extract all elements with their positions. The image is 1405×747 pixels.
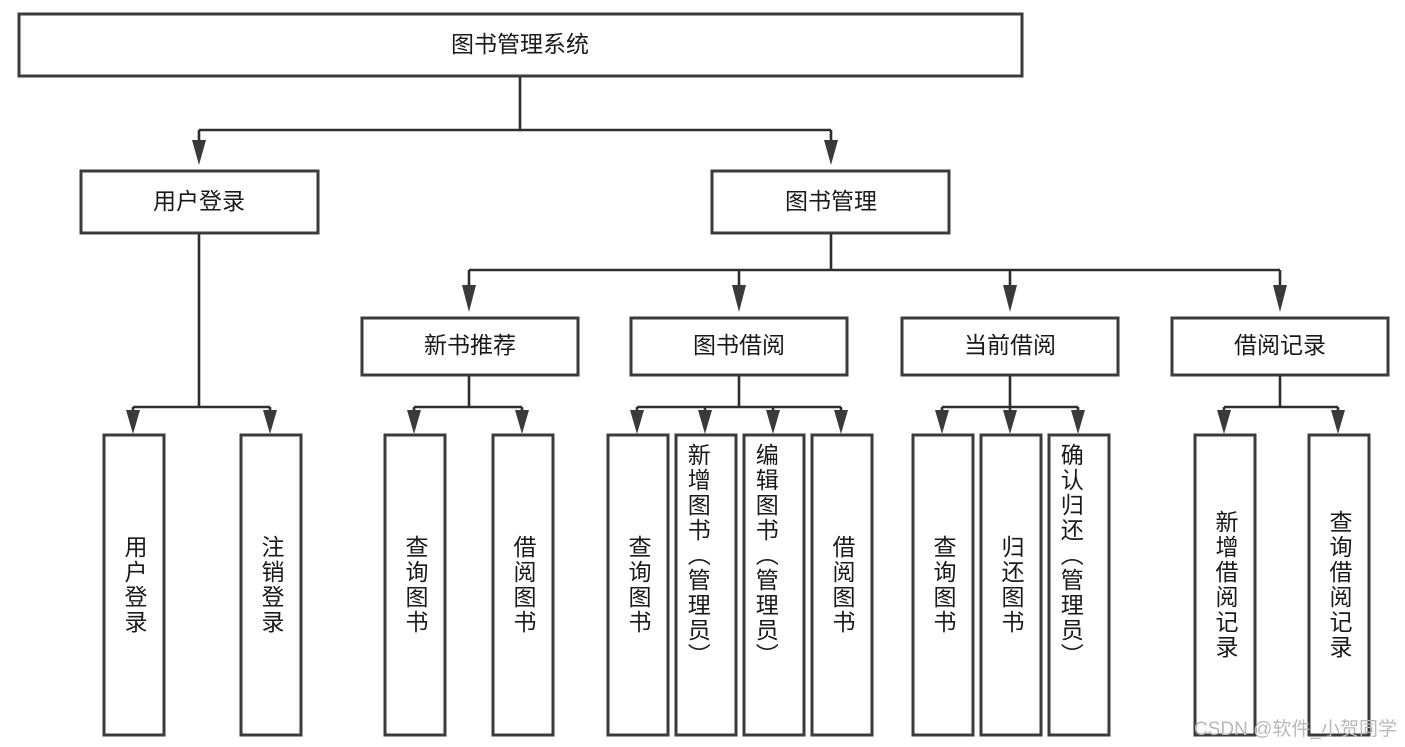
- node-leaf-borrow-book-1-label: 借阅图书: [510, 535, 537, 635]
- arrow-head-leaf-query-book-1: [407, 410, 421, 434]
- arrow-head-leaf-borrow-book-2: [834, 410, 848, 434]
- node-leaf-edit-book-box[interactable]: [742, 433, 806, 737]
- node-leaf-borrow-book-2-label: 借阅图书: [829, 535, 856, 635]
- node-leaf-borrow-book-1-box[interactable]: [491, 433, 555, 737]
- connectors-borrowrecord-to-leaves: [1217, 376, 1345, 434]
- arrow-head-leaf-query-record: [1331, 410, 1345, 434]
- node-leaf-return-book[interactable]: 归还图书: [979, 433, 1043, 737]
- arrow-head-leaf-borrow-book-1: [515, 410, 529, 434]
- node-leaf-query-book-1[interactable]: 查询图书: [383, 433, 447, 737]
- node-book-borrow-box[interactable]: [629, 316, 849, 377]
- node-leaf-add-record-box[interactable]: [1193, 433, 1257, 737]
- node-leaf-confirm-return-box[interactable]: [1047, 433, 1111, 737]
- node-leaf-add-record-label: 新增借阅记录: [1212, 510, 1239, 660]
- node-borrow-record[interactable]: 借阅记录: [1170, 316, 1390, 377]
- connectors-newbook-to-leaves: [407, 376, 529, 434]
- node-leaf-user-login-box[interactable]: [102, 433, 166, 737]
- node-leaf-edit-book-label: 编辑图书（管理员）: [752, 443, 779, 668]
- arrow-head-leaf-edit-book: [766, 410, 780, 434]
- node-leaf-add-book-box[interactable]: [674, 433, 738, 737]
- node-root[interactable]: 图书管理系统: [17, 12, 1024, 78]
- node-book-borrow[interactable]: 图书借阅: [629, 316, 849, 377]
- node-book-management-box[interactable]: [710, 169, 951, 235]
- connectors-bookmgmt-to-level3: [462, 234, 1287, 312]
- node-leaf-query-book-3-label: 查询图书: [930, 535, 957, 635]
- node-new-book-recommend-box[interactable]: [360, 316, 580, 377]
- connectors-root-to-level2: [192, 76, 838, 165]
- node-current-borrow-label: 当前借阅: [964, 332, 1056, 358]
- node-leaf-return-book-box[interactable]: [979, 433, 1043, 737]
- node-current-borrow-box[interactable]: [900, 316, 1120, 377]
- arrow-head-leaf-add-record: [1217, 410, 1231, 434]
- node-leaf-query-book-1-box[interactable]: [383, 433, 447, 737]
- node-leaf-user-logout-box[interactable]: [239, 433, 303, 737]
- arrow-head-leaf-confirm-return: [1071, 410, 1085, 434]
- node-leaf-user-login[interactable]: 用户登录: [102, 433, 166, 737]
- node-leaf-query-book-3[interactable]: 查询图书: [911, 433, 975, 737]
- node-leaf-user-logout[interactable]: 注销登录: [239, 433, 303, 737]
- node-new-book-recommend-label: 新书推荐: [424, 332, 516, 358]
- connectors-bookborrow-to-leaves: [630, 376, 848, 434]
- node-book-management-label: 图书管理: [785, 188, 877, 214]
- arrow-head-leaf-return-book: [1003, 410, 1017, 434]
- arrow-head-book-management: [824, 140, 838, 165]
- node-current-borrow[interactable]: 当前借阅: [900, 316, 1120, 377]
- arrow-head-leaf-query-book-3: [935, 410, 949, 434]
- node-leaf-user-logout-label: 注销登录: [258, 535, 285, 635]
- arrow-head-user-login: [192, 140, 206, 165]
- connectors-currentborrow-to-leaves: [935, 376, 1085, 434]
- node-leaf-borrow-book-2-box[interactable]: [810, 433, 874, 737]
- node-borrow-record-label: 借阅记录: [1234, 332, 1326, 358]
- node-leaf-add-record[interactable]: 新增借阅记录: [1193, 433, 1257, 737]
- node-leaf-add-book[interactable]: 新增图书（管理员）: [674, 433, 738, 737]
- node-user-login[interactable]: 用户登录: [79, 169, 320, 235]
- node-book-management[interactable]: 图书管理: [710, 169, 951, 235]
- node-leaf-return-book-label: 归还图书: [998, 535, 1025, 635]
- arrow-head-new-book-recommend: [462, 285, 476, 312]
- node-user-login-box[interactable]: [79, 169, 320, 235]
- arrow-head-current-borrow: [1003, 285, 1017, 312]
- arrow-head-book-borrow: [732, 285, 746, 312]
- node-leaf-query-book-3-box[interactable]: [911, 433, 975, 737]
- arrow-head-leaf-user-login: [126, 410, 140, 434]
- arrow-head-leaf-user-logout: [263, 410, 277, 434]
- arrow-head-borrow-record: [1273, 285, 1287, 312]
- arrow-head-leaf-query-book-2: [630, 410, 644, 434]
- node-leaf-edit-book[interactable]: 编辑图书（管理员）: [742, 433, 806, 737]
- node-leaf-query-record-label: 查询借阅记录: [1326, 510, 1353, 660]
- node-root-label: 图书管理系统: [451, 31, 589, 57]
- node-leaf-add-book-label: 新增图书（管理员）: [684, 443, 711, 668]
- node-leaf-confirm-return-label: 确认归还（管理员）: [1057, 443, 1084, 668]
- node-borrow-record-box[interactable]: [1170, 316, 1390, 377]
- node-user-login-label: 用户登录: [153, 188, 245, 214]
- node-root-box[interactable]: [17, 12, 1024, 78]
- node-leaf-query-book-2-label: 查询图书: [625, 535, 652, 635]
- node-leaf-query-record[interactable]: 查询借阅记录: [1307, 433, 1371, 737]
- node-leaf-query-book-2-box[interactable]: [606, 433, 670, 737]
- node-leaf-query-book-1-label: 查询图书: [402, 535, 429, 635]
- node-leaf-query-book-2[interactable]: 查询图书: [606, 433, 670, 737]
- node-leaf-confirm-return[interactable]: 确认归还（管理员）: [1047, 433, 1111, 737]
- node-leaf-query-record-box[interactable]: [1307, 433, 1371, 737]
- connectors-userlogin-to-leaves: [126, 234, 277, 434]
- arrow-head-leaf-add-book: [698, 410, 712, 434]
- node-leaf-borrow-book-2[interactable]: 借阅图书: [810, 433, 874, 737]
- node-leaf-borrow-book-1[interactable]: 借阅图书: [491, 433, 555, 737]
- node-new-book-recommend[interactable]: 新书推荐: [360, 316, 580, 377]
- node-book-borrow-label: 图书借阅: [693, 332, 785, 358]
- node-leaf-user-login-label: 用户登录: [121, 535, 148, 635]
